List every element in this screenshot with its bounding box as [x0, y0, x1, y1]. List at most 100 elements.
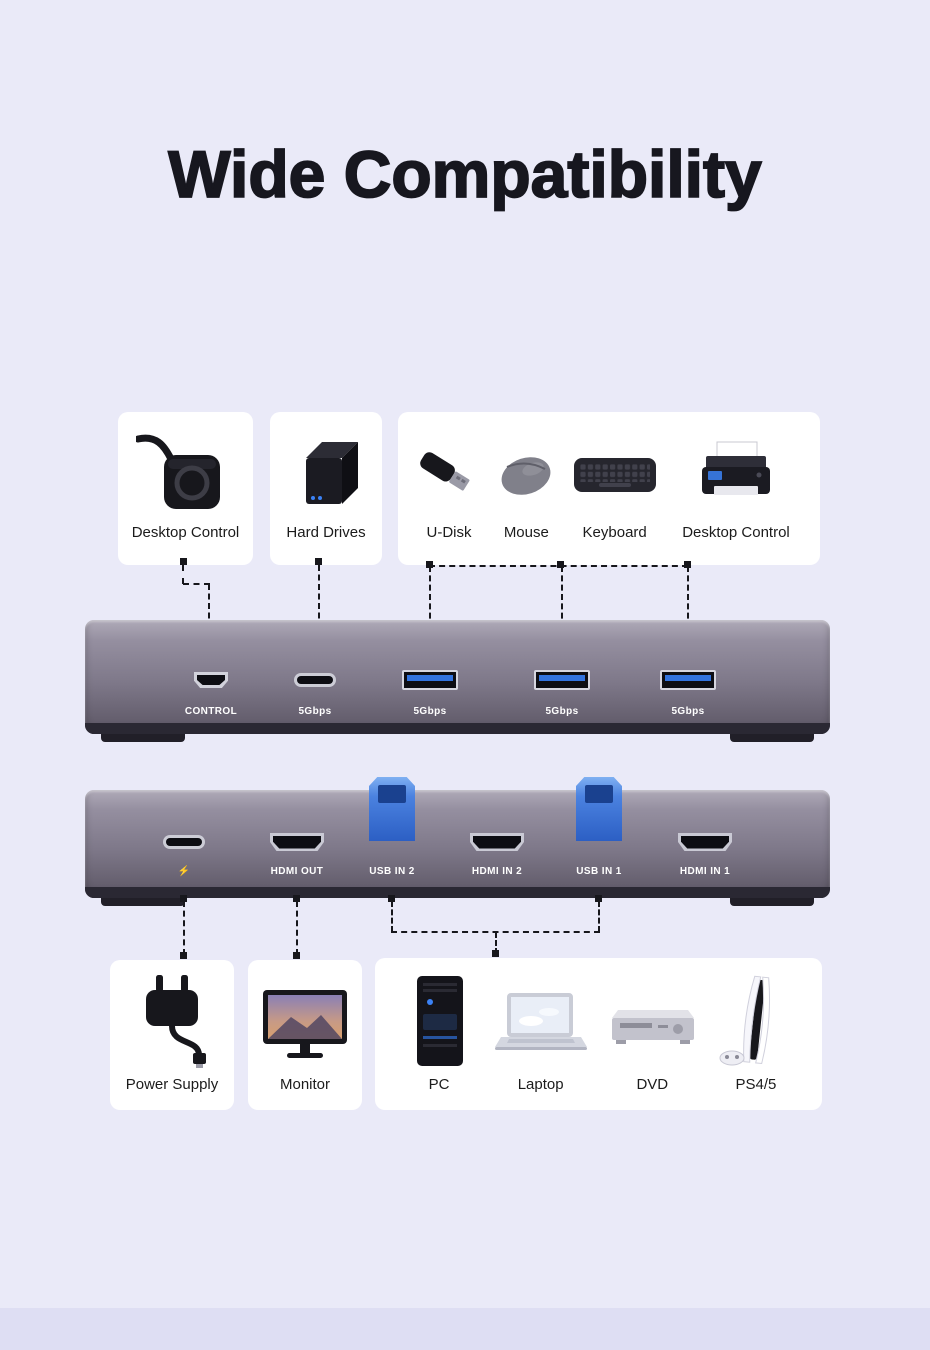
port-label: ⚡: [177, 866, 191, 877]
connector-line: [208, 584, 210, 628]
port-label: HDMI OUT: [270, 866, 324, 877]
port-usba-3: 5Gbps: [638, 620, 738, 734]
connector-line: [296, 901, 298, 955]
card-label: Keyboard: [582, 524, 647, 541]
device-base: [85, 723, 830, 734]
card-usb-devices: U-Disk Mouse Keyboard: [398, 412, 820, 565]
port-hdmi-out: HDMI OUT: [247, 790, 347, 898]
port-power: ⚡: [134, 790, 234, 898]
connector-dot: [388, 895, 395, 902]
laptop-icon: [493, 968, 589, 1076]
connector-line: [495, 932, 497, 954]
connector-line: [183, 901, 185, 955]
group-item-dvd: DVD: [600, 968, 704, 1093]
port-label: 5Gbps: [545, 706, 579, 717]
port-usbc-5gbps: 5Gbps: [265, 620, 365, 734]
connector-line: [598, 901, 600, 932]
connector-dot: [557, 561, 564, 568]
printer-icon: [693, 426, 779, 524]
port-usba-2: 5Gbps: [512, 620, 612, 734]
footer-strip: [0, 1308, 930, 1350]
keyboard-icon: [573, 426, 657, 524]
connector-dot: [180, 558, 187, 565]
hdmi-port-icon: [270, 833, 324, 851]
device-body: ⚡ HDMI OUT USB IN 2 HDMI IN 2 USB IN 1 H…: [85, 777, 830, 898]
port-label: HDMI IN 1: [679, 866, 731, 877]
card-label: U-Disk: [426, 524, 472, 541]
port-label: 5Gbps: [671, 706, 705, 717]
card-label: Power Supply: [125, 1076, 219, 1093]
connector-dot: [315, 558, 322, 565]
usb-a-port-icon: [660, 670, 716, 690]
connector-line: [687, 566, 689, 628]
card-label: Hard Drives: [286, 524, 366, 541]
device-body: CONTROL 5Gbps 5Gbps 5Gbps 5Gbps: [85, 620, 830, 734]
device-foot: [730, 734, 814, 742]
device-base: [85, 887, 830, 898]
pc-tower-icon: [404, 968, 474, 1076]
connector-line: [391, 901, 393, 932]
page-title: Wide Compatibility: [167, 136, 762, 212]
connector-line: [318, 565, 320, 628]
card-label: Laptop: [517, 1076, 564, 1093]
port-usb-in-1: USB IN 1: [549, 777, 649, 898]
port-label: USB IN 1: [576, 866, 622, 877]
connector-dot: [684, 561, 691, 568]
connector-dot: [426, 561, 433, 568]
group-item-pc: PC: [397, 968, 481, 1093]
usb-a-port-icon: [534, 670, 590, 690]
card-hard-drives: Hard Drives: [270, 412, 382, 565]
connector-dot: [492, 950, 499, 957]
card-label: Monitor: [279, 1076, 331, 1093]
hard-drive-icon: [286, 426, 366, 524]
monitor-icon: [259, 976, 351, 1076]
kvm-switch-front-view: ⚡ HDMI OUT USB IN 2 HDMI IN 2 USB IN 1 H…: [85, 777, 830, 906]
connector-dot: [293, 952, 300, 959]
usb-b-connector-icon: [576, 777, 622, 841]
port-hdmi-in-1: HDMI IN 1: [655, 790, 755, 898]
group-item-printer: Desktop Control: [666, 426, 806, 541]
card-label: Desktop Control: [131, 524, 240, 541]
connector-dot: [180, 895, 187, 902]
mini-usb-port-icon: [194, 672, 228, 688]
kvm-switch-top-view: CONTROL 5Gbps 5Gbps 5Gbps 5Gbps: [85, 620, 830, 742]
port-label: 5Gbps: [413, 706, 447, 717]
group-item-laptop: Laptop: [489, 968, 593, 1093]
connector-line: [561, 566, 563, 628]
card-label: Desktop Control: [682, 524, 790, 541]
group-item-u-disk: U-Disk: [412, 426, 486, 541]
device-foot: [101, 898, 185, 906]
connector-line: [182, 565, 184, 584]
mouse-icon: [493, 426, 559, 524]
ps5-icon: [717, 968, 795, 1076]
card-label: DVD: [636, 1076, 669, 1093]
port-usb-in-2: USB IN 2: [342, 777, 442, 898]
card-desktop-control: Desktop Control: [118, 412, 253, 565]
connector-dot: [293, 895, 300, 902]
card-label: Mouse: [503, 524, 549, 541]
hdmi-port-icon: [470, 833, 524, 851]
card-source-devices: PC Laptop: [375, 958, 822, 1110]
group-item-mouse: Mouse: [489, 426, 563, 541]
group-item-ps: PS4/5: [712, 968, 800, 1093]
card-power-supply: Power Supply: [110, 960, 234, 1110]
port-hdmi-in-2: HDMI IN 2: [447, 790, 547, 898]
connector-dot: [595, 895, 602, 902]
usb-a-port-icon: [402, 670, 458, 690]
connector-dot: [180, 952, 187, 959]
card-label: PS4/5: [735, 1076, 777, 1093]
power-adapter-icon: [125, 966, 219, 1076]
connector-line: [183, 583, 210, 585]
dvd-player-icon: [606, 968, 698, 1076]
remote-control-icon: [135, 426, 236, 524]
port-usba-1: 5Gbps: [380, 620, 480, 734]
usb-b-connector-icon: [369, 777, 415, 841]
usb-c-power-port-icon: [163, 835, 205, 849]
hdmi-port-icon: [678, 833, 732, 851]
device-foot: [101, 734, 185, 742]
port-label: 5Gbps: [298, 706, 332, 717]
port-label: HDMI IN 2: [471, 866, 523, 877]
group-item-keyboard: Keyboard: [567, 426, 663, 541]
connector-line: [429, 566, 431, 628]
